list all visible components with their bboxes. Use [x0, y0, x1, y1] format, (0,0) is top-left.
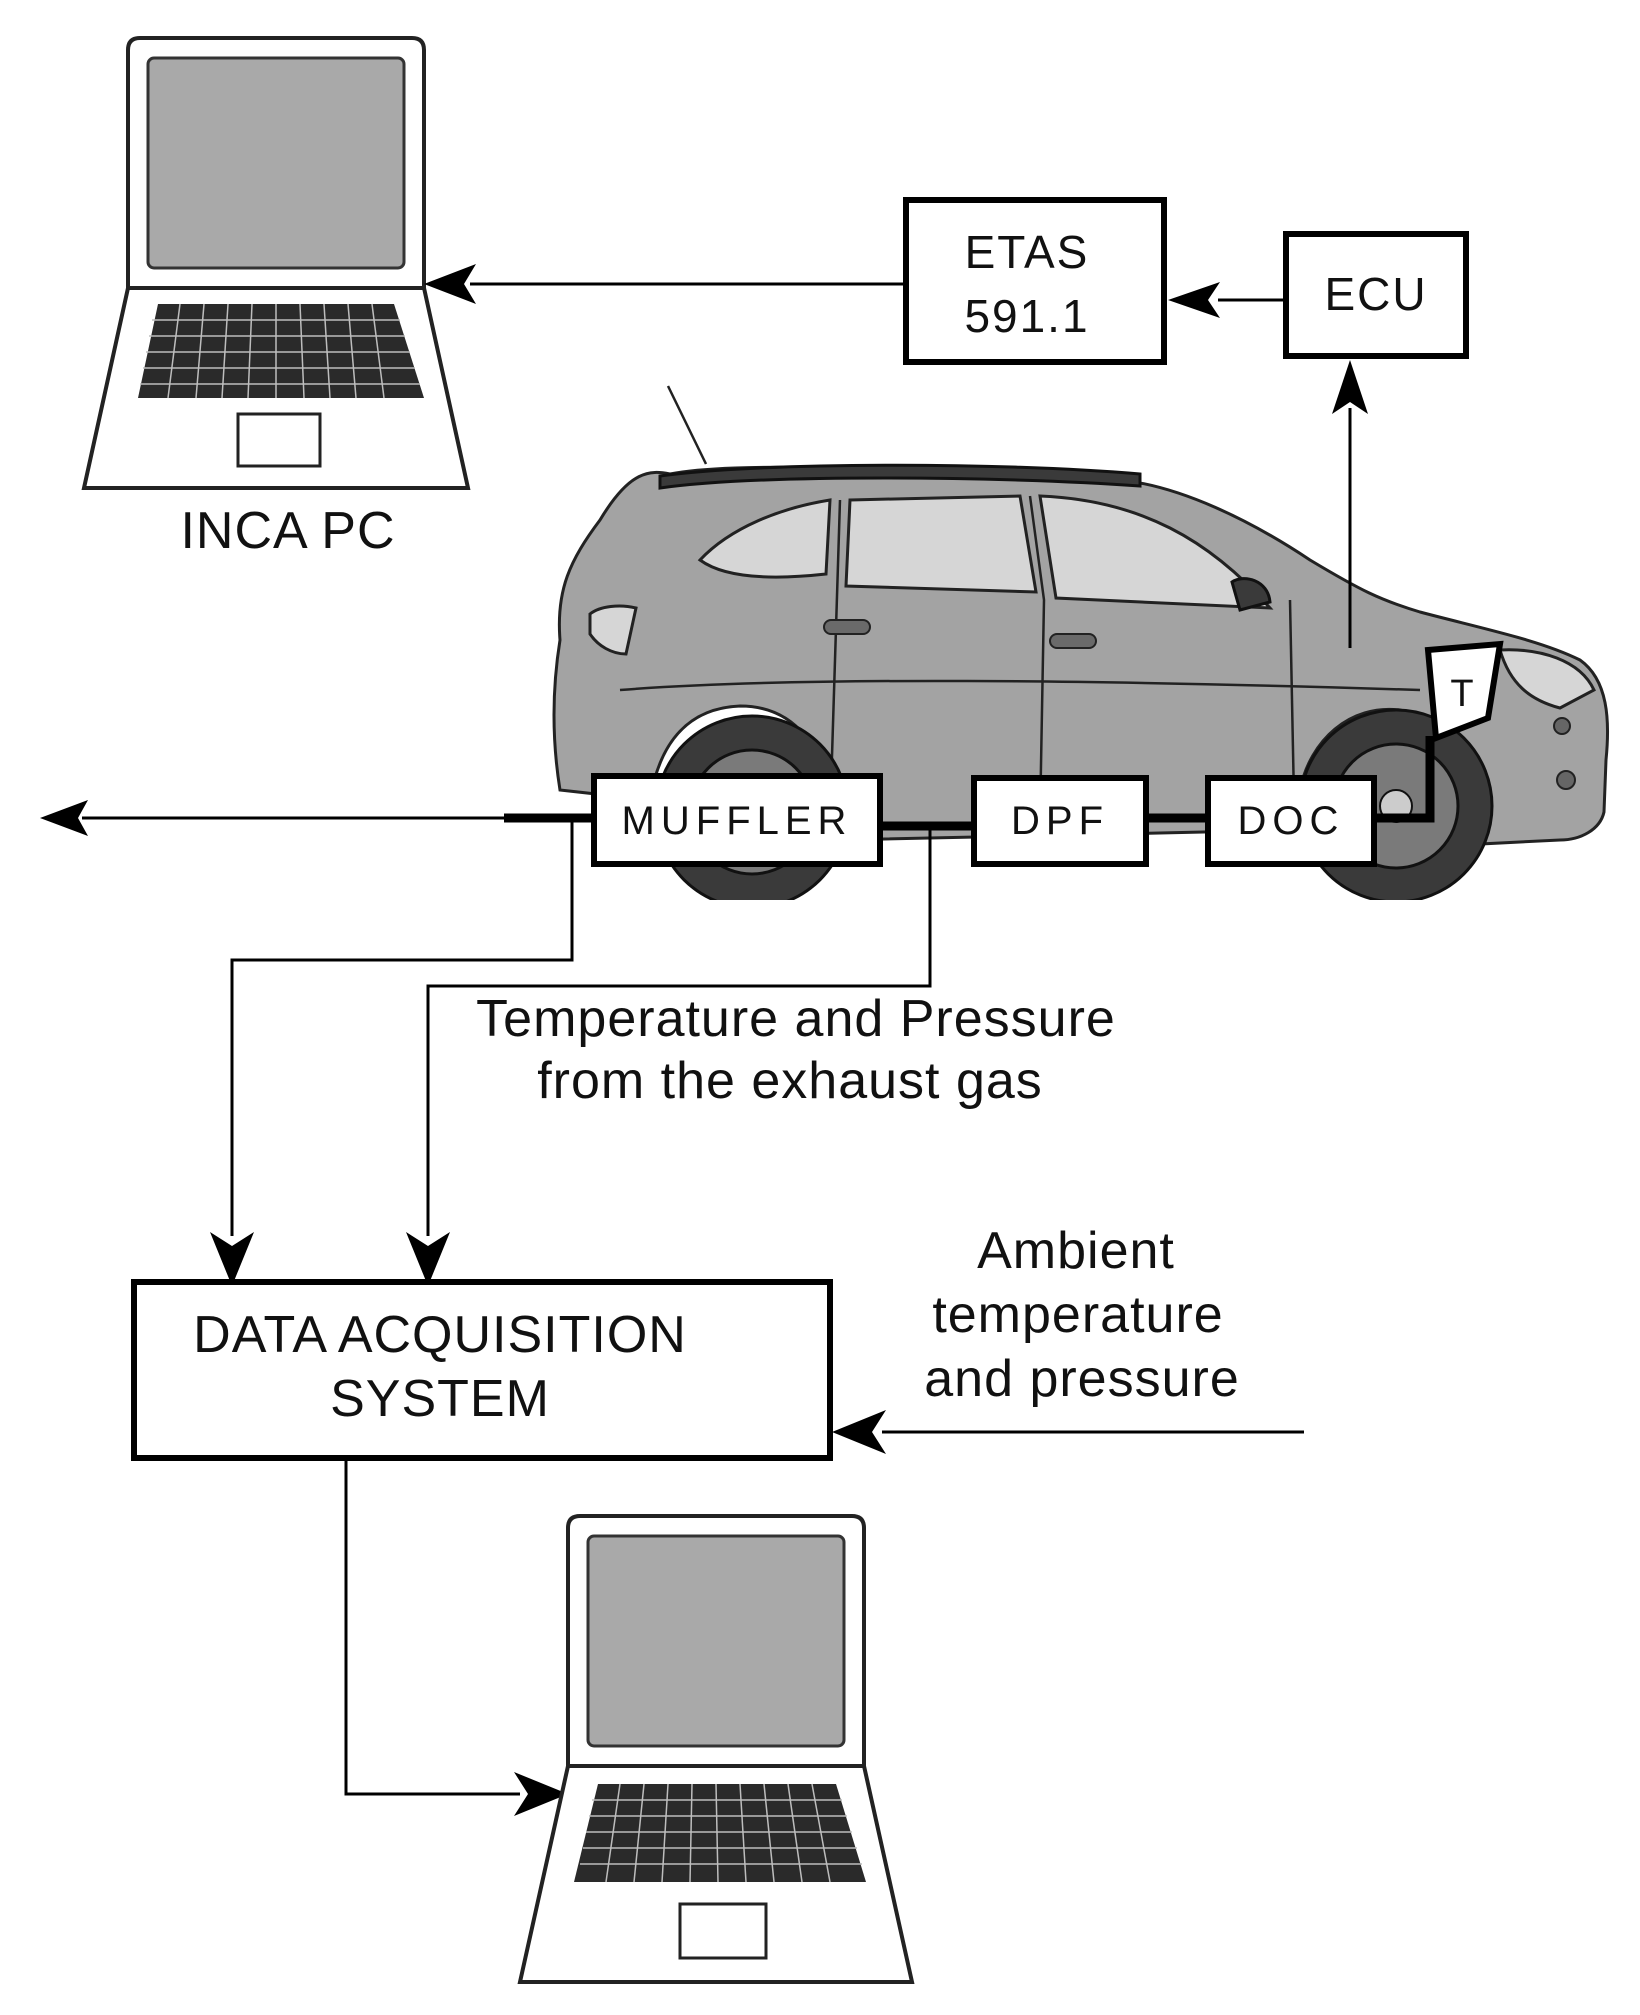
ecu-box — [1283, 231, 1469, 359]
dpf-box — [971, 775, 1149, 867]
exhaust-measurement-label-line2: from the exhaust gas — [537, 1052, 1043, 1110]
etas-label-line2: 591.1 — [964, 290, 1089, 342]
arrow-ecu-to-etas — [1168, 282, 1286, 318]
arrow-engine-to-ecu — [1332, 360, 1368, 648]
ambient-label-line1: Ambient — [977, 1222, 1175, 1280]
turbo-t-label: T — [1450, 673, 1473, 715]
doc-box — [1205, 775, 1377, 867]
exhaust-measurement-label-line1: Temperature and Pressure — [476, 990, 1116, 1048]
ambient-label-line3: and pressure — [924, 1350, 1240, 1408]
sensor-line-dpf-to-daq — [406, 826, 932, 1286]
daq-label-line2: SYSTEM — [330, 1370, 550, 1428]
arrow-daq-to-laptop — [344, 1458, 568, 1816]
ecu-label: ECU — [1324, 268, 1427, 320]
touchpad-icon — [678, 1902, 768, 1960]
keyboard-icon — [138, 303, 424, 399]
exhaust-pipe — [504, 813, 1208, 831]
etas-label-line1: ETAS — [965, 226, 1090, 278]
turbo-t-sensor: T — [1374, 640, 1504, 823]
inca-pc-laptop-icon — [81, 36, 471, 490]
arrow-ambient-to-daq — [832, 1410, 1304, 1454]
doc-label: DOC — [1238, 799, 1345, 843]
daq-label-line1: DATA ACQUISITION — [193, 1306, 687, 1364]
ambient-label-line2: temperature — [932, 1286, 1223, 1344]
dpf-label: DPF — [1011, 799, 1109, 843]
arrow-exhaust-outlet — [40, 800, 504, 836]
muffler-box — [591, 773, 883, 867]
keyboard-icon — [574, 1783, 866, 1883]
data-acquisition-system-box — [131, 1279, 833, 1461]
etas-box — [903, 197, 1167, 365]
arrow-etas-to-inca-pc — [424, 264, 906, 304]
muffler-label: MUFFLER — [622, 799, 853, 843]
sensor-line-muffler-to-daq — [210, 818, 574, 1286]
logging-pc-laptop-icon — [517, 1514, 915, 1984]
touchpad-icon — [236, 412, 322, 468]
inca-pc-label: INCA PC — [180, 502, 395, 560]
